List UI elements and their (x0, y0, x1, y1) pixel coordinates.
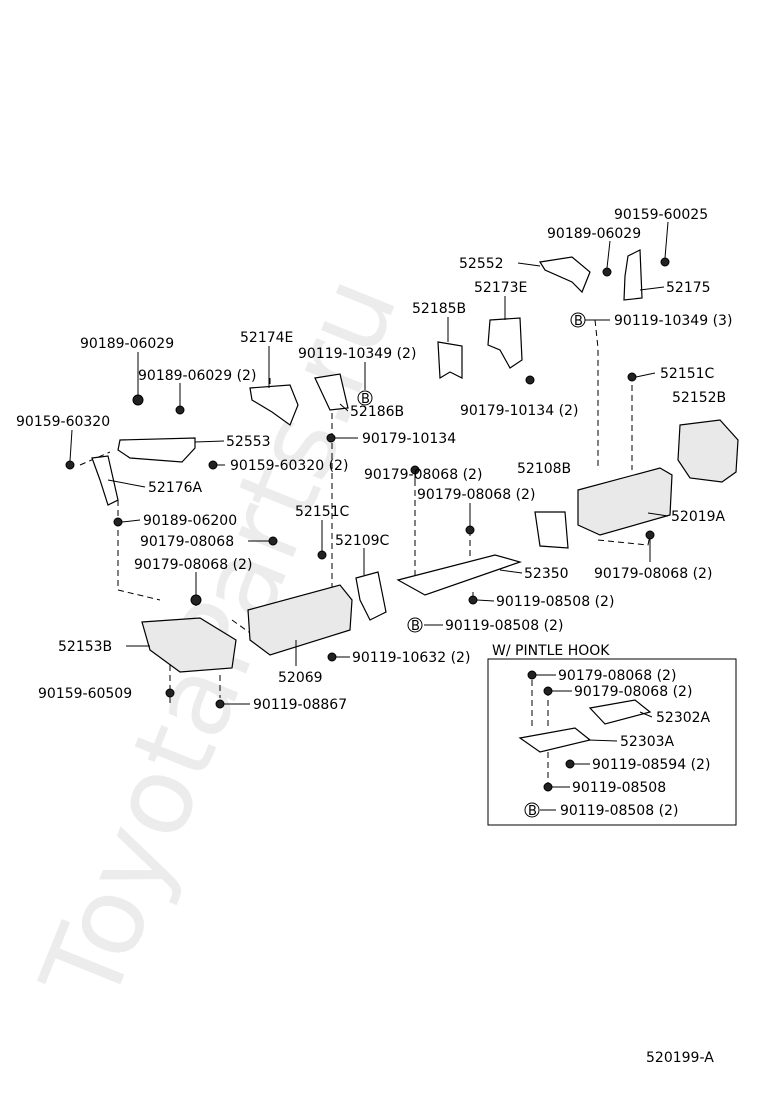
label-l44: 90119-08508 (572, 780, 666, 796)
stay-52553 (117, 437, 196, 463)
bracket-52186b (314, 373, 349, 411)
plate-52350 (396, 554, 523, 596)
label-l41: 52302A (656, 710, 711, 726)
label-l28: 52109C (335, 533, 390, 549)
label-l24: 52151C (295, 504, 350, 520)
bracket-52109c (355, 571, 387, 621)
label-l11: 90189-06029 (2) (138, 368, 256, 384)
part-labels: 90159-60025 90189-06029 52552 52173E 521… (16, 207, 732, 819)
brace-52176a (91, 455, 119, 506)
pintle-hook-inset: W/ PINTLE HOOK (487, 643, 737, 826)
bracket-52303a (518, 727, 592, 753)
label-l12: 52151C (660, 366, 715, 382)
bracket-52173e (487, 317, 523, 369)
label-l31: 90179-08068 (2) (594, 566, 712, 582)
label-l19: 90159-60320 (2) (230, 458, 348, 474)
label-l13: 52152B (672, 390, 726, 406)
label-l25: 52019A (671, 509, 726, 525)
label-l17: 52553 (226, 434, 271, 450)
diagram-code: 520199-A (646, 1050, 714, 1066)
bracket-52108b (534, 511, 569, 549)
bracket-52175 (623, 249, 643, 301)
label-l03: 52552 (459, 256, 504, 272)
part-drawings (91, 249, 739, 753)
label-l35: 90119-10632 (2) (352, 650, 470, 666)
callout-b-markers: B B B B (357, 312, 586, 819)
label-l23: 90179-08068 (2) (417, 487, 535, 503)
label-l09: 90119-10349 (2) (298, 346, 416, 362)
bracket-52174e (249, 384, 299, 426)
bracket-52185b (437, 341, 463, 380)
label-l04: 52173E (474, 280, 527, 296)
label-l05: 52175 (666, 280, 711, 296)
label-l10: 90189-06029 (80, 336, 174, 352)
label-l38: 90119-08867 (253, 697, 347, 713)
callout-b-4: B (528, 804, 537, 819)
label-l21: 52108B (517, 461, 571, 477)
label-l27: 90179-08068 (140, 534, 234, 550)
label-l42: 52303A (620, 734, 675, 750)
label-l07: 90119-10349 (3) (614, 313, 732, 329)
label-l36: 52069 (278, 670, 323, 686)
label-l26: 90189-06200 (143, 513, 237, 529)
plate-52302a (588, 699, 652, 725)
label-l45: 90119-08508 (2) (560, 803, 678, 819)
label-l39: 90179-08068 (2) (558, 668, 676, 684)
label-l30: 52350 (524, 566, 569, 582)
label-l06: 52185B (412, 301, 466, 317)
fasteners (65, 257, 670, 792)
leader-lines (69, 221, 669, 811)
callout-b-2: B (361, 392, 370, 407)
reinforcement-52019a (577, 467, 673, 536)
inset-title: W/ PINTLE HOOK (492, 643, 610, 659)
bracket-52552 (539, 256, 591, 294)
label-l33: 90119-08508 (2) (445, 618, 563, 634)
label-l40: 90179-08068 (2) (574, 684, 692, 700)
reinforcement-52069 (247, 584, 353, 656)
label-l08: 52174E (240, 330, 293, 346)
label-l43: 90119-08594 (2) (592, 757, 710, 773)
cover-52153b (141, 617, 237, 673)
label-l18: 90179-10134 (362, 431, 456, 447)
label-l32: 90119-08508 (2) (496, 594, 614, 610)
label-l29: 90179-08068 (2) (134, 557, 252, 573)
label-l37: 90159-60509 (38, 686, 132, 702)
label-l20: 90179-08068 (2) (364, 467, 482, 483)
label-l22: 52176A (148, 480, 203, 496)
label-l15: 52186B (350, 404, 404, 420)
label-l01: 90159-60025 (614, 207, 708, 223)
label-l02: 90189-06029 (547, 226, 641, 242)
cover-52152b (677, 419, 739, 483)
label-l14: 90179-10134 (2) (460, 403, 578, 419)
callout-b-3: B (411, 619, 420, 634)
label-l16: 90159-60320 (16, 414, 110, 430)
callout-b-1: B (574, 314, 583, 329)
label-l34: 52153B (58, 639, 112, 655)
